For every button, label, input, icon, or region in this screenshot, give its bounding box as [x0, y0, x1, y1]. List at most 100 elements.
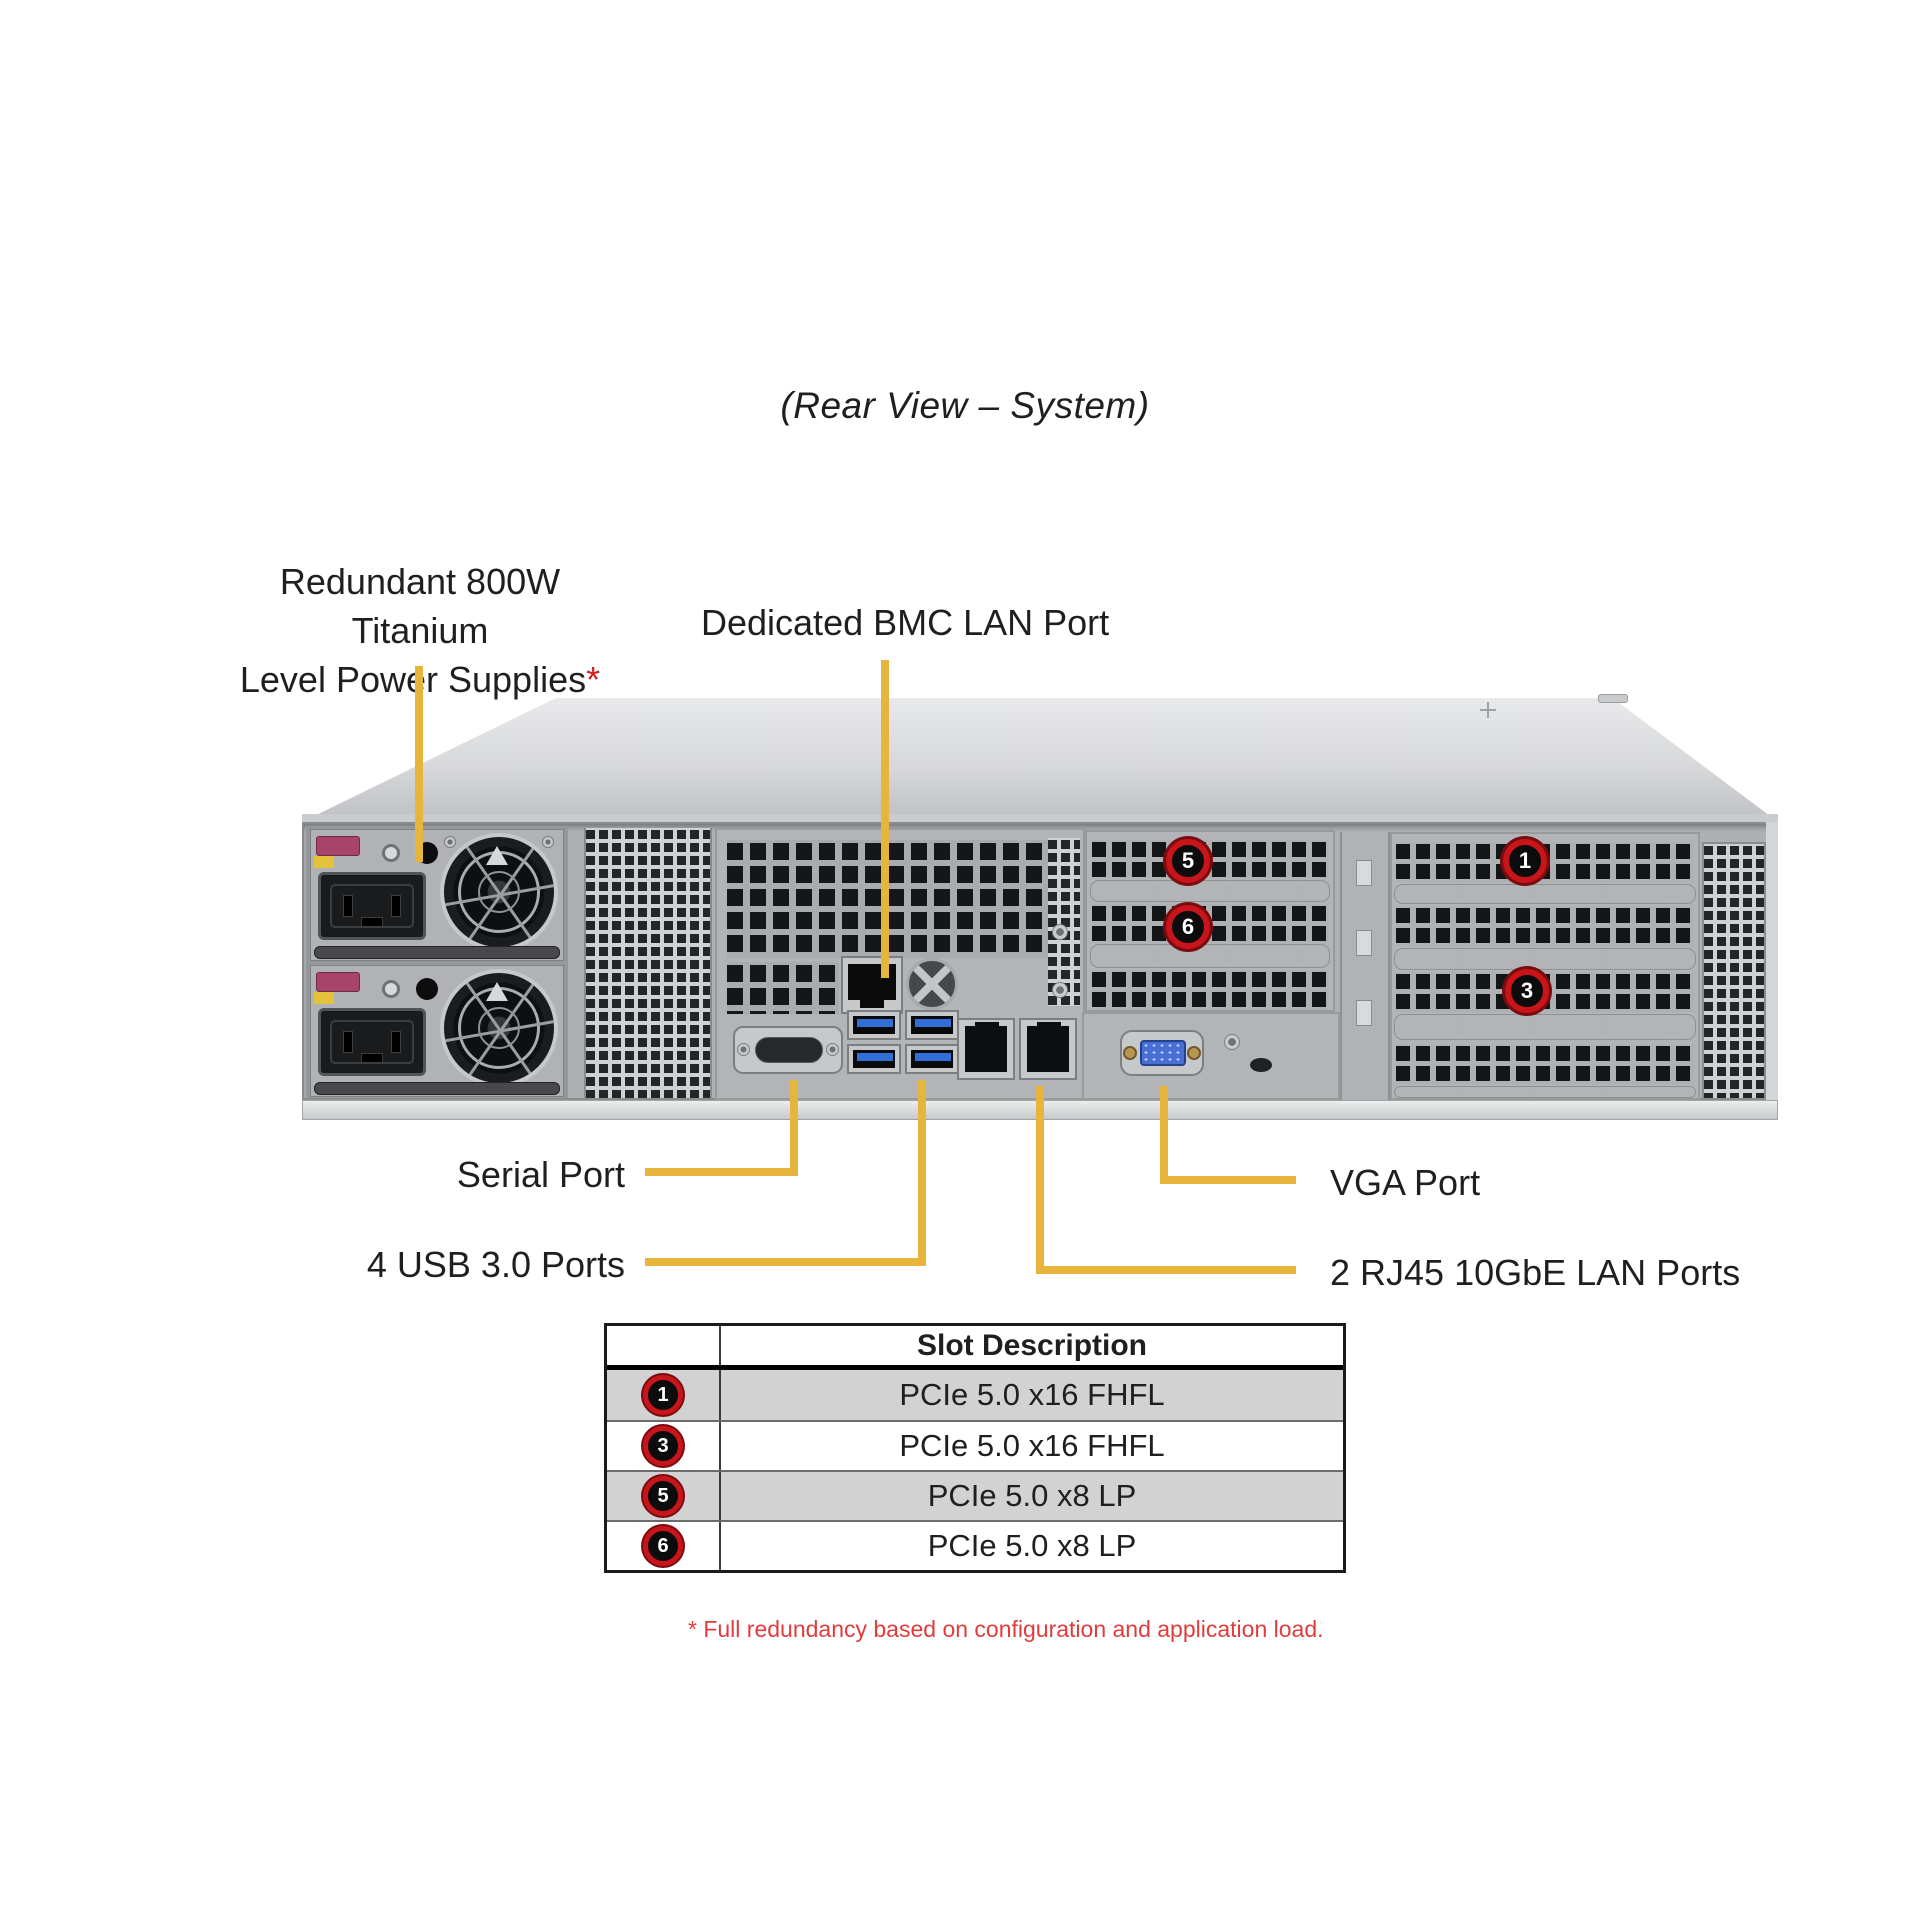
lp-slot6-cover	[1090, 944, 1330, 968]
lan-ports-label: 2 RJ45 10GbE LAN Ports	[1330, 1252, 1741, 1293]
vent-grille-right	[1702, 842, 1766, 1100]
slot-description: PCIe 5.0 x16 FHFL	[899, 1377, 1165, 1412]
fh-slot2-cover	[1394, 948, 1696, 970]
screw	[542, 836, 554, 848]
psu2-button	[416, 978, 438, 1000]
lan-callout-line-v	[1036, 1086, 1044, 1274]
serial-screw	[737, 1043, 750, 1056]
psu2-ac-inlet	[318, 1008, 426, 1076]
slot-description: PCIe 5.0 x16 FHFL	[899, 1428, 1165, 1463]
io-vent-grille-small	[727, 962, 839, 1014]
serial-callout-line-v	[790, 1080, 798, 1176]
vga-callout-line-v	[1160, 1086, 1168, 1184]
slot-badge-1: 1	[1503, 839, 1547, 883]
usb-ports-label: 4 USB 3.0 Ports	[366, 1244, 625, 1285]
screw	[1224, 1034, 1240, 1050]
psu-callout-line	[415, 666, 423, 862]
serial-port	[733, 1026, 843, 1074]
fh-slot1-cover	[1394, 884, 1696, 904]
slot-badge-3: 3	[1505, 969, 1549, 1013]
bracket-tab	[1356, 1000, 1372, 1026]
vent-grille-left	[584, 828, 712, 1098]
psu2-latch	[316, 972, 360, 992]
io-vent-column	[1048, 838, 1080, 1006]
usb-port-4	[905, 1044, 959, 1074]
slot-badge: 5	[643, 1476, 683, 1516]
psu-label-line1: Redundant 800W Titanium	[279, 561, 561, 651]
usb-port-2	[905, 1010, 959, 1040]
psu-label-line2: Level Power Supplies	[239, 659, 587, 700]
table-row: 1 PCIe 5.0 x16 FHFL	[607, 1370, 1343, 1420]
screw	[444, 836, 456, 848]
screw	[1052, 982, 1068, 998]
lid-screw-mark	[1487, 702, 1489, 718]
bmc-callout-line	[881, 660, 889, 978]
lp-slot6-vent	[1092, 904, 1328, 942]
slot-badge: 1	[643, 1375, 683, 1415]
usb-port-1	[847, 1010, 901, 1040]
lp-slot-vent-3	[1092, 970, 1328, 1010]
serial-port-label: Serial Port	[456, 1154, 625, 1195]
psu2-warning-triangle	[486, 982, 508, 1001]
table-header-description-cell: Slot Description	[916, 1328, 1148, 1362]
table-row: 5 PCIe 5.0 x8 LP	[607, 1470, 1343, 1520]
panel-cutout	[1250, 1058, 1272, 1072]
usb-port-3	[847, 1044, 901, 1074]
chassis-top-lid	[302, 698, 1778, 822]
vga-screw	[1123, 1046, 1137, 1060]
serial-port-connector	[755, 1037, 823, 1063]
table-body: 1 PCIe 5.0 x16 FHFL 3 PCIe 5.0 x16 FHFL …	[607, 1370, 1343, 1570]
psu2-label-tag	[314, 992, 334, 1004]
footnote-asterisk: *	[586, 659, 601, 700]
usb-callout-line-v	[918, 1080, 926, 1266]
redundancy-footnote: * Full redundancy based on configuration…	[688, 1616, 1324, 1642]
round-vent-knockout	[906, 958, 958, 1010]
serial-callout-line-h	[645, 1168, 798, 1176]
slot-description-table: Slot Description 1 PCIe 5.0 x16 FHFL 3 P…	[604, 1323, 1346, 1573]
chassis-lid-edge	[302, 814, 1778, 822]
table-header-slot-cell	[607, 1326, 721, 1365]
psu1-label-tag	[314, 856, 334, 868]
bracket-tab	[1356, 860, 1372, 886]
slot-badge-5: 5	[1166, 839, 1210, 883]
lp-slot5-vent	[1092, 840, 1328, 878]
vga-port-label: VGA Port	[1330, 1162, 1481, 1203]
diagram-title: (Rear View – System)	[780, 385, 1150, 426]
io-vent-grille	[727, 840, 1073, 958]
slot-description: PCIe 5.0 x8 LP	[927, 1478, 1137, 1513]
slot-badge: 6	[643, 1526, 683, 1566]
usb-callout-line-h	[645, 1258, 926, 1266]
psu2-led	[382, 980, 400, 998]
vga-callout-line-h	[1160, 1176, 1296, 1184]
slot-badge-6: 6	[1166, 905, 1210, 949]
fh-bottom-bracket	[1394, 1086, 1696, 1098]
table-header-row: Slot Description	[607, 1326, 1343, 1370]
psu1-handle	[314, 946, 560, 959]
fh-slot3-cover	[1394, 1014, 1696, 1040]
vga-connector	[1140, 1040, 1186, 1066]
lan-port-2	[1019, 1018, 1077, 1080]
psu-callout-label: Redundant 800W Titanium Level Power Supp…	[230, 557, 610, 704]
lan-port-1	[957, 1018, 1015, 1080]
screw	[1052, 924, 1068, 940]
bmc-lan-jack-tab	[860, 1000, 884, 1008]
psu1-ac-inlet	[318, 872, 426, 940]
table-row: 3 PCIe 5.0 x16 FHFL	[607, 1420, 1343, 1470]
bmc-callout-label: Dedicated BMC LAN Port	[701, 602, 1110, 643]
slot-description: PCIe 5.0 x8 LP	[927, 1528, 1137, 1563]
lp-slot5-cover	[1090, 880, 1330, 902]
psu1-latch	[316, 836, 360, 856]
chassis-lid-tab	[1598, 694, 1628, 703]
serial-screw	[826, 1043, 839, 1056]
lan-callout-line-h	[1036, 1266, 1296, 1274]
psu2-handle	[314, 1082, 560, 1095]
fh-slot2-vent	[1396, 906, 1694, 946]
psu1-led	[382, 844, 400, 862]
vga-screw	[1187, 1046, 1201, 1060]
slot-badge: 3	[643, 1426, 683, 1466]
table-row: 6 PCIe 5.0 x8 LP	[607, 1520, 1343, 1570]
bracket-tab	[1356, 930, 1372, 956]
psu1-warning-triangle	[486, 846, 508, 865]
chassis-right-edge	[1766, 822, 1778, 1100]
